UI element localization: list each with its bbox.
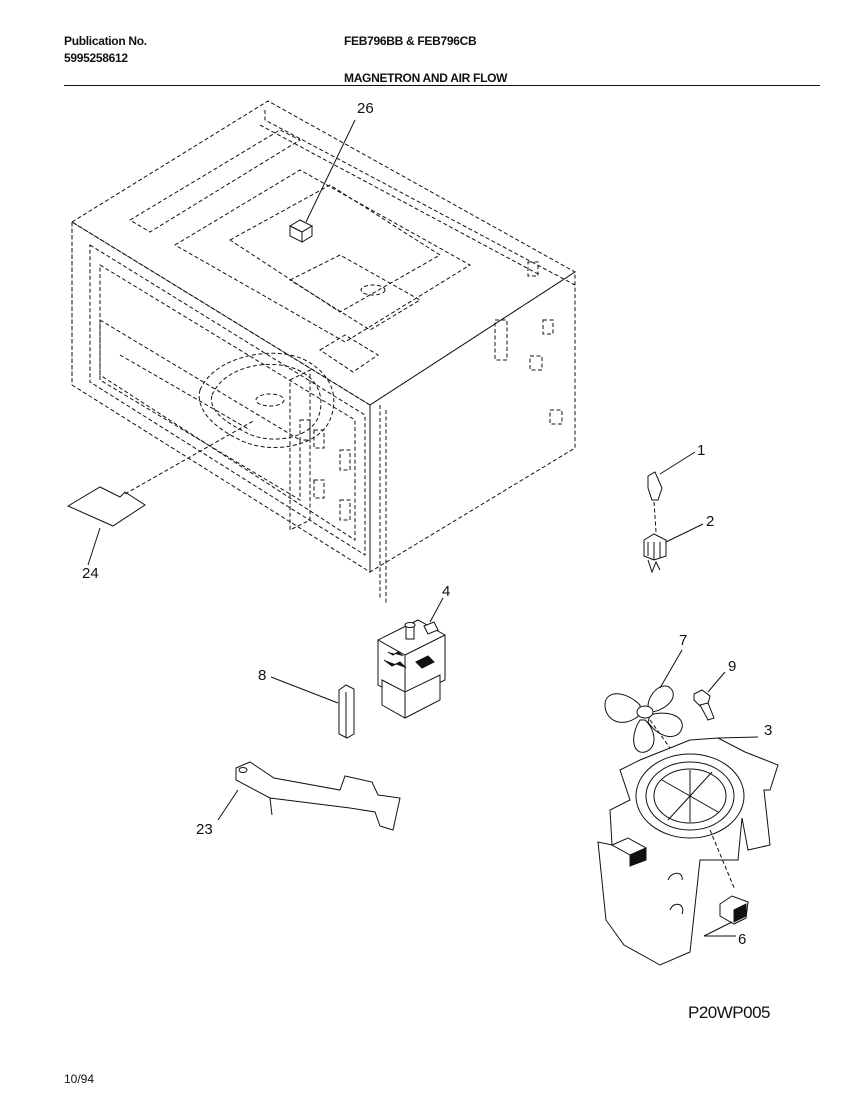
callout-7: 7	[679, 632, 687, 649]
part-3-air-duct-drawing	[597, 736, 779, 966]
callout-26: 26	[357, 100, 374, 117]
publication-date: 10/94	[64, 1072, 95, 1086]
header-rule	[64, 85, 820, 86]
callout-24: 24	[82, 565, 99, 582]
publication-number: 5995258612	[64, 51, 128, 65]
publication-label: Publication No.	[64, 34, 147, 48]
drawing-code: P20WP005	[688, 1003, 771, 1022]
callout-3: 3	[764, 722, 772, 739]
callout-1: 1	[697, 442, 705, 459]
callout-4: 4	[442, 583, 450, 600]
oven-cavity-drawing	[71, 100, 576, 605]
callout-9: 9	[728, 658, 736, 675]
section-title: MAGNETRON AND AIR FLOW	[344, 71, 508, 85]
part-4-magnetron-drawing	[377, 597, 446, 719]
part-7-fan-blade-drawing	[604, 649, 701, 791]
model-numbers: FEB796BB & FEB796CB	[344, 34, 477, 48]
callout-2: 2	[706, 513, 714, 530]
part-8-drawing	[270, 676, 355, 739]
part-23-drawing	[217, 761, 401, 831]
callout-8: 8	[258, 667, 266, 684]
part-1-drawing	[647, 451, 696, 533]
part-6-clip-drawing	[703, 895, 749, 937]
part-24-drawing	[66, 419, 256, 566]
part-26-drawing	[288, 119, 356, 243]
part-9-screw-drawing	[693, 671, 726, 721]
part-2-drawing	[643, 523, 704, 574]
callout-6: 6	[738, 931, 746, 948]
callout-23: 23	[196, 821, 213, 838]
